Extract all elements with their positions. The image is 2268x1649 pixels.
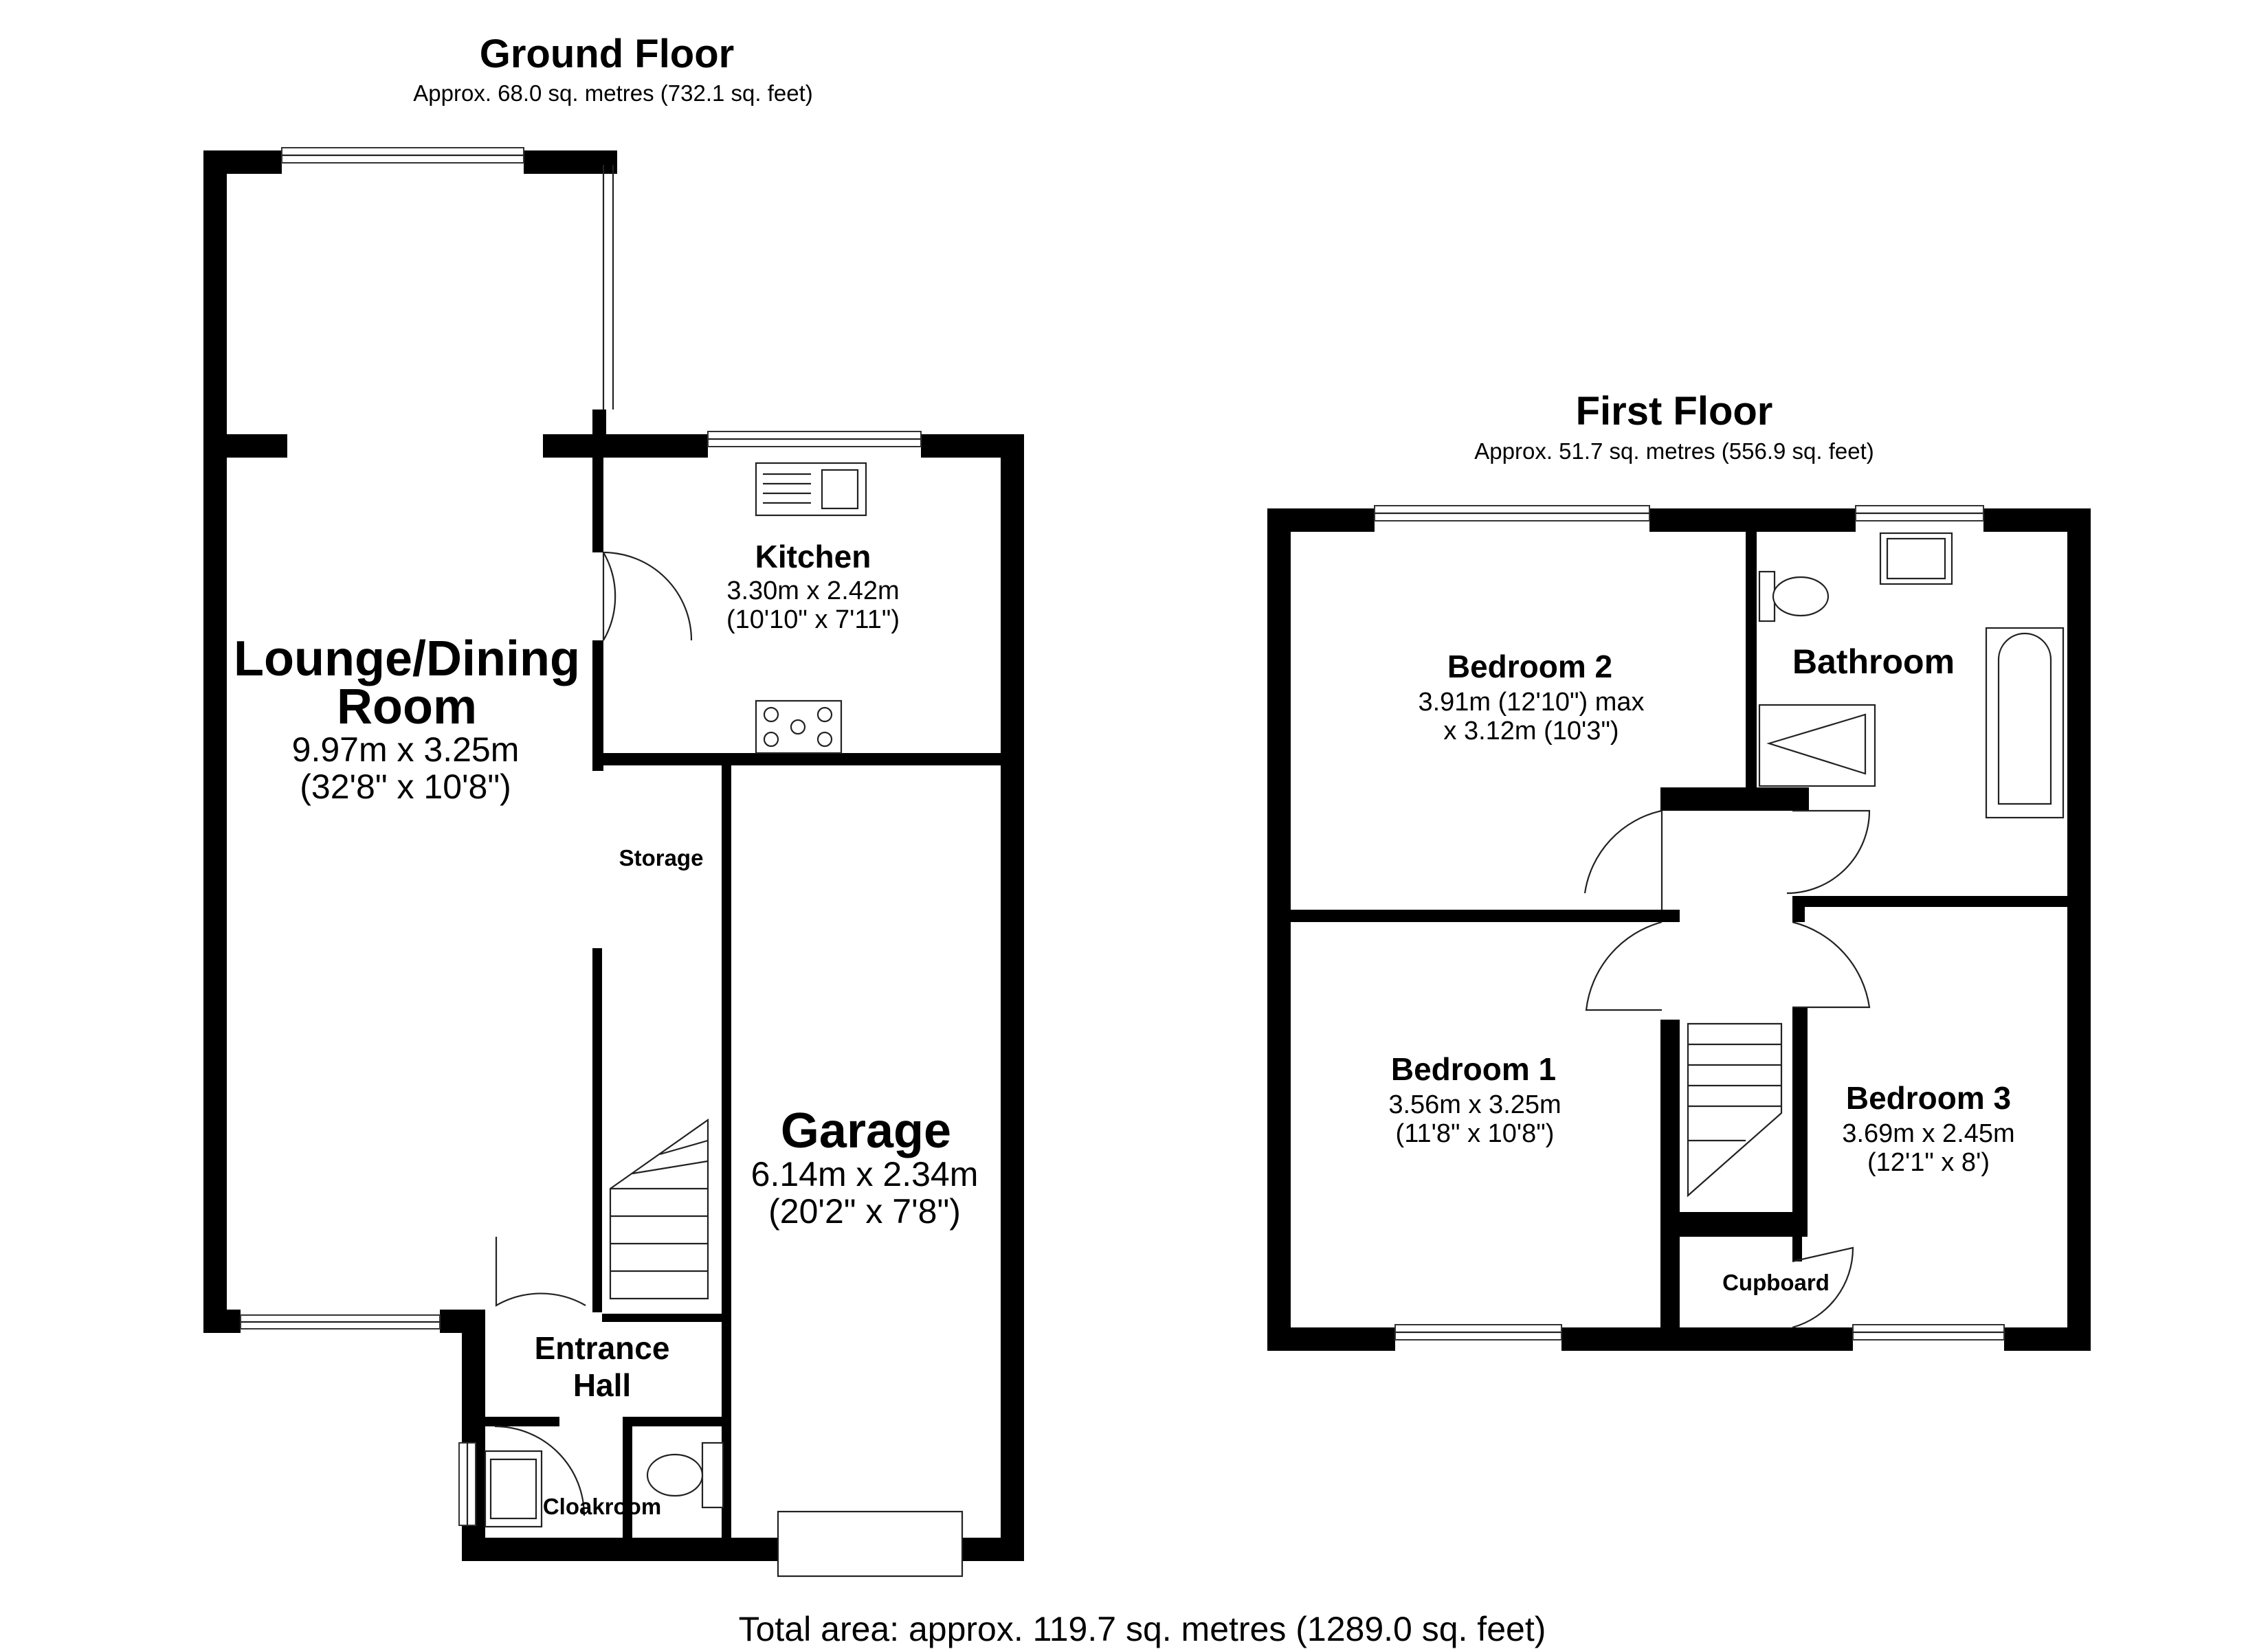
bedroom2-label: Bedroom 2 xyxy=(1447,649,1612,684)
ground-floor-windows xyxy=(240,147,922,1526)
bathroom-label: Bathroom xyxy=(1792,642,1955,681)
bathroom-fixtures xyxy=(1758,532,2065,819)
bedroom3-dimensions-ft: (12'1" x 8') xyxy=(1867,1148,1990,1177)
bedroom1-dimensions-m: 3.56m x 3.25m xyxy=(1388,1090,1561,1119)
ground-floor-title: Ground Floor xyxy=(480,32,735,76)
garage-dimensions-m: 6.14m x 2.34m xyxy=(751,1155,979,1193)
garage-door xyxy=(777,1510,964,1578)
entrance-hall-label-2: Hall xyxy=(573,1367,631,1403)
kitchen-dimensions-m: 3.30m x 2.42m xyxy=(726,576,899,605)
cupboard-label: Cupboard xyxy=(1722,1270,1830,1295)
bedroom1-dimensions-ft: (11'8" x 10'8") xyxy=(1396,1119,1555,1148)
garage-dimensions-ft: (20'2" x 7'8") xyxy=(768,1192,961,1231)
first-floor-walls xyxy=(1267,508,2091,1351)
ground-floor-doors xyxy=(494,551,693,1516)
first-floor-plan: First Floor Approx. 51.7 sq. metres (556… xyxy=(1267,389,2091,1351)
kitchen-dimensions-ft: (10'10" x 7'11") xyxy=(726,605,900,634)
cloakroom-label: Cloakroom xyxy=(543,1494,661,1519)
first-floor-labels: Bedroom 2 3.91m (12'10") max x 3.12m (10… xyxy=(1388,642,2014,1295)
shower-tray-icon xyxy=(1758,704,1876,787)
first-floor-title: First Floor xyxy=(1576,389,1773,434)
garage-label: Garage xyxy=(781,1103,951,1158)
first-floor-windows xyxy=(1374,505,2005,1340)
bedroom2-dimensions-1: 3.91m (12'10") max xyxy=(1418,688,1644,717)
kitchen-fixtures xyxy=(755,462,867,754)
first-floor-stairs xyxy=(1687,1022,1783,1198)
first-floor-area: Approx. 51.7 sq. metres (556.9 sq. feet) xyxy=(1474,438,1874,464)
total-area: Total area: approx. 119.7 sq. metres (12… xyxy=(739,1610,1546,1648)
toilet-icon xyxy=(1758,570,1776,622)
ground-floor-area: Approx. 68.0 sq. metres (732.1 sq. feet) xyxy=(413,80,812,106)
first-floor-doors xyxy=(1583,809,1871,1329)
lounge-dimensions-ft: (32'8" x 10'8") xyxy=(300,767,511,806)
lounge-label-2: Room xyxy=(337,680,477,734)
bedroom3-dimensions-m: 3.69m x 2.45m xyxy=(1842,1119,2014,1148)
toilet-icon xyxy=(701,1442,724,1509)
storage-label: Storage xyxy=(619,845,704,871)
cloakroom-fixtures xyxy=(484,1442,724,1528)
kitchen-label: Kitchen xyxy=(755,539,871,574)
bedroom2-dimensions-2: x 3.12m (10'3") xyxy=(1443,717,1619,745)
lounge-label-1: Lounge/Dining xyxy=(234,631,580,686)
lounge-dimensions-m: 9.97m x 3.25m xyxy=(292,730,520,769)
hob-icon xyxy=(755,699,843,754)
ground-floor-stairs xyxy=(609,1118,709,1300)
entrance-hall-label-1: Entrance xyxy=(535,1330,670,1366)
ground-floor-plan: Ground Floor Approx. 68.0 sq. metres (73… xyxy=(203,32,1024,1578)
bath-icon xyxy=(1985,627,2065,819)
bedroom1-label: Bedroom 1 xyxy=(1391,1051,1556,1087)
ground-floor-labels: Lounge/Dining Room 9.97m x 3.25m (32'8" … xyxy=(234,539,978,1519)
bedroom3-label: Bedroom 3 xyxy=(1846,1080,2011,1116)
